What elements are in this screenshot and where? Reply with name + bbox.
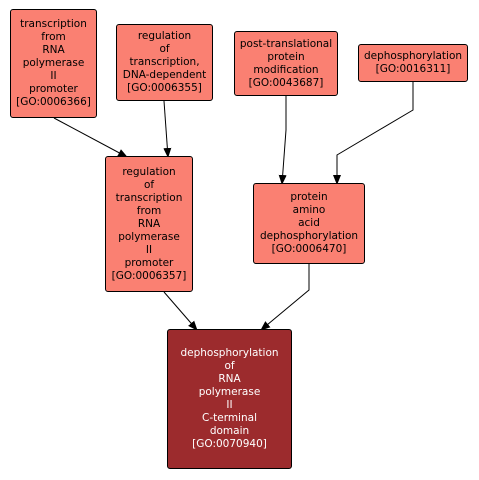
node-label-line: polymerase xyxy=(118,230,180,243)
node-label-line: transcription, xyxy=(129,56,200,68)
node-label-line: dephosphorylation xyxy=(363,50,463,62)
node-label-line: of xyxy=(224,360,235,372)
node-label-line: modification xyxy=(253,63,319,76)
node-label-line: II xyxy=(50,70,57,82)
edge-go0043687-to-go0006470 xyxy=(278,96,287,185)
node-label-line: dephosphorylation xyxy=(180,347,279,359)
node-label-line: acid xyxy=(298,217,320,229)
node-label-line: [GO:0016311] xyxy=(375,63,451,75)
node-label-line: [GO:0006357] xyxy=(111,269,187,282)
node-label-line: [GO:0006355] xyxy=(127,82,202,94)
node-label-line: amino xyxy=(292,204,326,216)
node-label-line: transcription xyxy=(20,18,87,30)
edge-go0006357-to-go0070940 xyxy=(163,291,198,331)
node-label-line: promoter xyxy=(29,83,78,95)
node-label-line: [GO:0006470] xyxy=(271,243,347,255)
edge-go0006366-to-go0006357 xyxy=(53,117,128,158)
node-label-line: protein xyxy=(290,191,328,203)
node-label-line: [GO:0043687] xyxy=(248,76,324,89)
node-label-line: promoter xyxy=(124,256,174,269)
edge-go0016311-to-go0006470 xyxy=(333,82,414,185)
node-label-line: of xyxy=(143,178,155,191)
node-label-line: RNA xyxy=(137,217,161,230)
node-label-line: from xyxy=(136,204,162,217)
node-label-line: C-terminal xyxy=(202,412,257,424)
node-label-line: polymerase xyxy=(22,57,85,69)
node-label-line: from xyxy=(41,31,66,43)
node-label-line: II xyxy=(226,399,233,411)
edge-go0006470-to-go0070940 xyxy=(260,264,310,331)
node-label-line: DNA-dependent xyxy=(122,69,207,81)
node-label-line: dephosphorylation xyxy=(259,230,359,242)
node-label-line: protein xyxy=(267,50,305,63)
node-label-line: II xyxy=(145,243,153,256)
node-label-line: post-translational xyxy=(239,37,333,50)
node-go0016311[interactable]: dephosphorylation[GO:0016311] xyxy=(358,44,468,82)
node-label-line: [GO:0006366] xyxy=(16,96,91,108)
node-label-line: RNA xyxy=(218,373,241,385)
node-label-line: domain xyxy=(209,425,250,437)
node-label-line: RNA xyxy=(42,44,65,56)
node-label-line: of xyxy=(159,43,170,55)
node-label-line: regulation xyxy=(137,30,192,42)
edge-go0006355-to-go0006357 xyxy=(163,100,172,158)
node-label-line: [GO:0070940] xyxy=(192,438,267,450)
node-label-line: transcription xyxy=(115,191,183,204)
node-label-line: regulation xyxy=(122,165,176,178)
node-label-line: polymerase xyxy=(198,386,261,398)
